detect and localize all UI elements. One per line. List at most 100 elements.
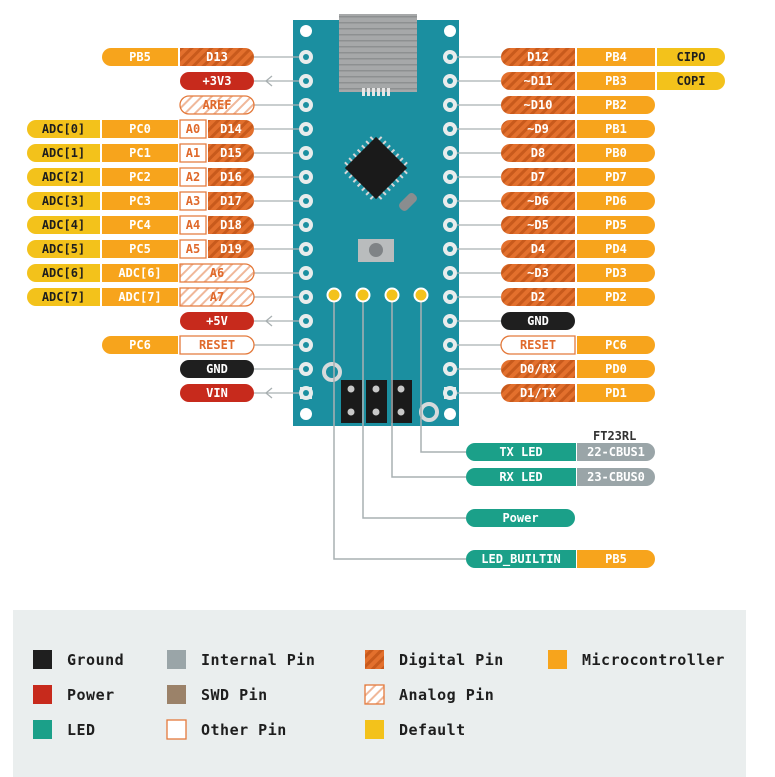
left-label-d15-1-bg [102, 144, 178, 162]
left-label-reset-l-1-bg [179, 335, 255, 355]
left-pin-vin[interactable]: VIN [180, 384, 313, 402]
left-label-gnd-l-0: GND [180, 360, 254, 378]
right-label-d8-1: PB0 [577, 144, 655, 162]
led-label-builtin-0-bg [466, 550, 576, 568]
left-label-d13-1-bg [180, 48, 254, 66]
left-label-d18-2-bg [179, 215, 207, 235]
right-label-d5-1: PD5 [577, 216, 655, 234]
right-label-d6-1-bg [577, 192, 655, 210]
left-label-5v-0-bg [180, 312, 254, 330]
left-pin-gnd-l[interactable]: GND [180, 360, 313, 378]
led-label-builtin-1-bg [577, 550, 655, 568]
pin-hole-center [303, 174, 309, 180]
right-pin-gnd-r[interactable]: GND [443, 312, 575, 330]
right-label-d10-0-text: ~D10 [524, 98, 553, 112]
left-pin-d13[interactable]: D13 PB5 [102, 48, 313, 66]
usb-pins [362, 88, 390, 96]
right-label-d5-0-text: ~D5 [527, 218, 549, 232]
left-label-d13-0-text: PB5 [129, 50, 151, 64]
pin-hole-center [303, 54, 309, 60]
led-label-tx-1-text: 22-CBUS1 [587, 445, 645, 459]
left-pin-3v3[interactable]: +3V3 [180, 72, 313, 90]
icsp-header [341, 380, 412, 423]
left-label-gnd-l-0-bg [180, 360, 254, 378]
crystal [399, 193, 417, 211]
left-label-d17-0: ADC[3] [27, 192, 100, 210]
led-trace [362, 296, 466, 519]
pin-hole-center [447, 366, 453, 372]
left-label-d16-2-bg [179, 167, 207, 187]
left-pin-aref[interactable]: AREF [179, 95, 313, 115]
pin-hole-center [447, 126, 453, 132]
left-label-a6-1-bg [102, 264, 178, 282]
left-label-d14-3-bg [208, 120, 254, 138]
left-label-d16-3-text: D16 [220, 170, 242, 184]
right-pin-d10[interactable]: ~D10 PB2 [443, 96, 655, 114]
right-label-d3-0: ~D3 [501, 264, 575, 282]
right-label-d12-1-text: PB4 [605, 50, 627, 64]
left-label-d17-3-bg [208, 192, 254, 210]
left-label-3v3-0: +3V3 [180, 72, 254, 90]
led-label-power-0-text: Power [502, 511, 538, 525]
pin-hole-center [447, 150, 453, 156]
right-label-d3-1: PD3 [577, 264, 655, 282]
left-label-a6-1: ADC[6] [102, 264, 178, 282]
pin-hole-center [303, 318, 309, 324]
left-label-d18-3-bg [208, 216, 254, 234]
left-label-d15-2: A1 [179, 143, 207, 163]
left-label-d18-0-bg [27, 216, 100, 234]
led-label-power-0: Power [466, 509, 575, 527]
left-label-d13-1-text: D13 [206, 50, 228, 64]
left-label-reset-l-1: RESET [179, 335, 255, 355]
left-label-a6-2-bg [179, 263, 255, 283]
left-label-a7-2-text: A7 [210, 290, 224, 304]
left-label-a7-2-bg [179, 287, 255, 307]
pin-hole-center [447, 54, 453, 60]
left-label-d14-3-text: D14 [220, 122, 242, 136]
left-label-d19-3: D19 [208, 240, 254, 258]
right-label-d11-0: ~D11 [501, 72, 575, 90]
left-label-d13-0-bg [102, 48, 178, 66]
right-label-d9-0-text: ~D9 [527, 122, 549, 136]
left-label-d17-0-text: ADC[3] [42, 194, 85, 208]
right-label-reset-r-1: PC6 [577, 336, 655, 354]
right-label-gnd-r-0-bg [501, 312, 575, 330]
power-arrow-icon [264, 75, 273, 87]
left-label-d17-2-bg [179, 191, 207, 211]
led-dot-icon [326, 287, 342, 303]
legend-swatch-digital [365, 650, 384, 669]
left-pin-5v[interactable]: +5V [180, 312, 313, 330]
pin-hole-center [447, 174, 453, 180]
right-label-d7-1: PD7 [577, 168, 655, 186]
left-label-a7-1-text: ADC[7] [118, 290, 161, 304]
legend-item-micro: Microcontroller [548, 650, 724, 669]
right-label-d10-1-text: PB2 [605, 98, 627, 112]
led-label-tx-0-text: TX LED [499, 445, 542, 459]
right-pin-d5[interactable]: ~D5 PD5 [443, 216, 655, 234]
reset-button[interactable] [358, 239, 394, 262]
right-label-d1-1: PD1 [577, 384, 655, 402]
left-label-d16-0-bg [27, 168, 100, 186]
left-label-a6-0-bg [27, 264, 100, 282]
